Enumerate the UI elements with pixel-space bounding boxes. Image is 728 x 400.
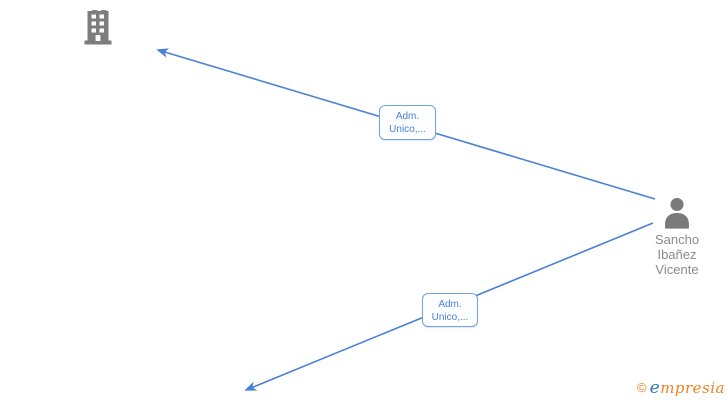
edge-label-adm-unico-2[interactable]: Adm. Unico,...	[422, 293, 478, 327]
person-icon	[660, 197, 694, 229]
edge-label-text-line1: Adm.	[395, 111, 420, 122]
company-node[interactable]	[84, 11, 112, 45]
person-node[interactable]: Sancho Ibañez Vicente	[645, 197, 709, 277]
building-icon	[84, 11, 112, 45]
person-name-label: Sancho Ibañez Vicente	[654, 232, 700, 277]
edge-label-text-line2: Unico,...	[431, 312, 469, 323]
edge-label-text-line1: Adm.	[438, 299, 462, 310]
edge-label-adm-unico-1[interactable]: Adm. Unico,...	[379, 105, 436, 140]
copyright-icon: ©	[637, 380, 647, 395]
empresia-logo-initial: e	[649, 378, 661, 398]
company-node-offscreen-top[interactable]	[92, 0, 107, 13]
empresia-watermark[interactable]: ©empresia	[637, 378, 725, 398]
empresia-logo-text: mpresia	[660, 379, 725, 397]
edge-label-text-line2: Unico,...	[389, 124, 426, 135]
